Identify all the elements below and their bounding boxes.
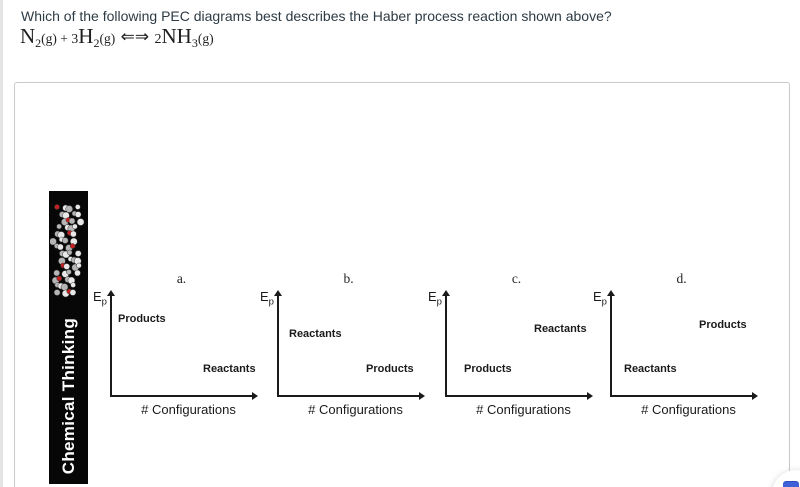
y-axis-arrow-icon [442, 290, 450, 296]
x-axis-title: # Configurations [308, 402, 403, 417]
y-axis-arrow-icon [607, 290, 615, 296]
x-axis-arrow-icon [252, 392, 258, 400]
pec-diagram-b: b. Ep Reactants Products # Configuration… [256, 271, 425, 423]
state-label-high: Reactants [534, 323, 587, 335]
state-label-low: Products [464, 363, 512, 375]
pec-diagram-a: a. Ep Products Reactants # Configuration… [89, 271, 258, 423]
y-axis [610, 296, 612, 395]
state-label-low: Reactants [203, 363, 256, 375]
y-axis-label: Ep [593, 289, 607, 308]
y-axis-arrow-icon [107, 290, 115, 296]
x-axis [110, 395, 253, 397]
x-axis-title: # Configurations [641, 402, 736, 417]
x-axis [277, 395, 420, 397]
x-axis-arrow-icon [752, 392, 758, 400]
state-label-high: Products [699, 319, 747, 331]
y-axis-label: Ep [260, 289, 274, 308]
banner-title: Chemical Thinking [58, 317, 78, 474]
x-axis-arrow-icon [587, 392, 593, 400]
state-label-low: Reactants [624, 363, 677, 375]
pec-diagram-d: d. Ep Reactants Products # Configuration… [589, 271, 758, 423]
state-label-high: Reactants [289, 328, 342, 340]
question-prompt: Which of the following PEC diagrams best… [21, 8, 612, 24]
chemical-thinking-banner: Chemical Thinking [49, 191, 88, 484]
x-axis [610, 395, 753, 397]
diagram-letter: d. [676, 271, 687, 286]
diagram-letter: b. [343, 271, 354, 286]
y-axis-arrow-icon [274, 290, 282, 296]
diagram-letter: a. [176, 271, 187, 286]
pec-diagram-c: c. Ep Products Reactants # Configuration… [424, 271, 593, 423]
x-axis-title: # Configurations [476, 402, 571, 417]
help-widget-button[interactable] [783, 481, 799, 487]
y-axis-label: Ep [93, 289, 107, 308]
molecule-image [50, 204, 85, 298]
state-label-high: Products [118, 313, 166, 325]
x-axis [445, 395, 588, 397]
diagram-letter: c. [511, 271, 522, 286]
y-axis [110, 296, 112, 395]
y-axis [277, 296, 279, 395]
chemical-equation: N2(g) + 3H2(g) ⇐⇒ 2NH3(g) [20, 24, 214, 50]
figure-panel: Chemical Thinking a. Ep Products Reactan… [14, 82, 790, 487]
page-left-border [0, 0, 3, 487]
y-axis [445, 296, 447, 395]
y-axis-label: Ep [428, 289, 442, 308]
state-label-low: Products [366, 363, 414, 375]
x-axis-title: # Configurations [141, 402, 236, 417]
x-axis-arrow-icon [419, 392, 425, 400]
